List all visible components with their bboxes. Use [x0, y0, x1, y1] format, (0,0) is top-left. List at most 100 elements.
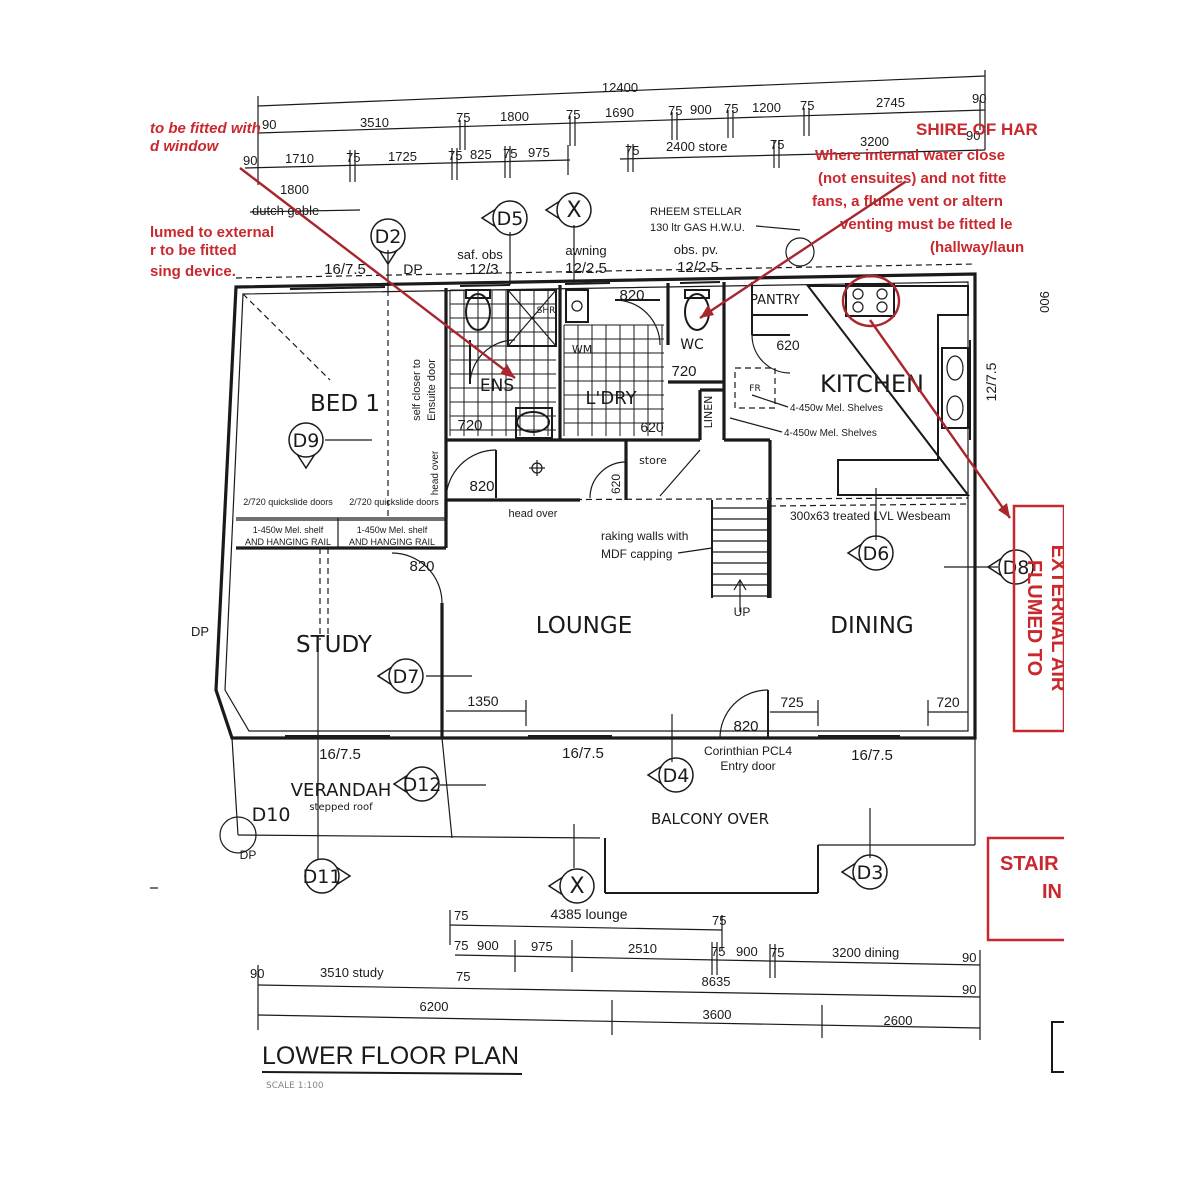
dim-b4: 2600 [884, 1013, 913, 1028]
tag-circle [304, 858, 340, 894]
door-ens-720: 720 [457, 417, 482, 434]
dim-b3: 90 [962, 982, 976, 997]
dim-row2: 90 [966, 128, 980, 143]
construction-notes: self closer to Ensuite door head over he… [243, 206, 950, 773]
room-bed1: BED 1 [310, 391, 380, 417]
dp-left: DP [191, 624, 209, 639]
room-labels: BED 1 ENS L'DRY WC KITCHEN PANTRY LOUNGE… [291, 293, 924, 828]
window-obs-pv: obs. pv. [674, 242, 719, 257]
dim-row2: 3200 [860, 134, 889, 149]
dim-b3: 3510 study [320, 965, 384, 980]
dim-ticks-row1 [459, 100, 981, 150]
note-raking-2: MDF capping [601, 547, 672, 561]
dim-row2: 2400 store [666, 139, 727, 154]
note-quickslide-2: 2/720 quickslide doors [349, 497, 439, 507]
dim-b2: 2510 [628, 941, 657, 956]
ensuite-fixtures [465, 289, 557, 439]
shower-label: SHR [537, 306, 556, 316]
red-note-right-6: (hallway/laun [930, 239, 1024, 256]
window-lounge: 16/7.5 [562, 745, 604, 762]
tag-label: D3 [857, 862, 884, 884]
window-marks [285, 281, 971, 737]
dim-row1: 1800 [500, 109, 529, 124]
note-raking-1: raking walls with [601, 529, 688, 543]
plan-scale: SCALE 1:100 [266, 1081, 324, 1091]
dp-corner: DP [240, 848, 257, 862]
dim-b3: 8635 [702, 974, 731, 989]
stair-treads [659, 449, 769, 612]
dim-row2: 975 [528, 145, 550, 160]
dp-top: DP [403, 261, 422, 277]
dim-row1: 75 [566, 107, 580, 122]
room-ens: ENS [480, 376, 514, 396]
tag-label: D7 [393, 666, 420, 688]
tag-circle [998, 549, 1034, 585]
door-wc-820: 820 [619, 287, 644, 304]
dim-725: 725 [780, 694, 804, 710]
tag-label: D2 [375, 226, 402, 248]
red-note-left-4: r to be fitted [150, 242, 237, 259]
red-note-right-4: fans, a flume vent or altern [812, 193, 1003, 210]
dim-b3: 90 [250, 966, 264, 981]
window-kitchen-side: 12/7.5 [983, 362, 999, 401]
detail-tag: D3 [840, 854, 888, 890]
dim-b4: 3600 [703, 1007, 732, 1022]
note-wesbeam: 300x63 treated LVL Wesbeam [790, 509, 951, 523]
dim-b4: 6200 [420, 999, 449, 1014]
detail-tag: D11 [303, 858, 352, 894]
dim-b2: 900 [477, 938, 499, 953]
note-head-over-1: head over [430, 450, 441, 495]
fridge-label: FR [749, 384, 760, 394]
note-quickslide-1: 2/720 quickslide doors [243, 497, 333, 507]
dim-row1: 2745 [876, 95, 905, 110]
stamp-line-1: FLUMED TO [1023, 560, 1045, 676]
note-ensuite-door: Ensuite door [426, 359, 438, 421]
dim-row2: 75 [448, 148, 462, 163]
dim-row2: 90 [243, 153, 257, 168]
store-label: store [639, 454, 667, 467]
dim-b2: 3200 dining [832, 945, 899, 960]
verandah-note: stepped roof [309, 802, 373, 813]
red-note-left-1: to be fitted with [150, 120, 261, 137]
dim-row1: 1690 [605, 105, 634, 120]
detail-tag: X [547, 868, 595, 904]
detail-tag: D8 [986, 549, 1034, 585]
detail-tag: D4 [646, 757, 694, 793]
window-obs-pv-size: 12/2.5 [677, 259, 719, 276]
dim-b1: 4385 lounge [550, 906, 627, 922]
tag-label: X [569, 874, 584, 899]
detail-tag: D7 [376, 658, 424, 694]
room-wc: WC [680, 337, 704, 353]
tag-circle [404, 766, 440, 802]
window-awning: awning [565, 243, 606, 258]
dim-row2: 1725 [388, 149, 417, 164]
note-head-over-2: head over [509, 508, 558, 520]
tag-leaders [150, 225, 998, 889]
dim-b2: 75 [454, 938, 468, 953]
dim-b2: 975 [531, 939, 553, 954]
internal-walls [236, 282, 971, 738]
dim-row2: 1710 [285, 151, 314, 166]
dim-dutch: 1800 [280, 182, 309, 197]
tag-circle [658, 757, 694, 793]
red-annotations: to be fitted with d window lumed to exte… [150, 120, 1070, 942]
dim-row2: 75 [346, 150, 360, 165]
note-shelf-2a: 1-450w Mel. shelf [357, 525, 428, 535]
dim-b2: 900 [736, 944, 758, 959]
dim-row1: 3510 [360, 115, 389, 130]
top-dimensions: 12400 90 3510 75 1800 75 1690 75 900 75 … [243, 70, 986, 218]
plan-title: LOWER FLOOR PLAN [262, 1042, 519, 1070]
window-dining: 16/7.5 [851, 747, 893, 764]
red-note-left-3: lumed to external [150, 224, 274, 241]
red-note-right-2: Where internal water close [815, 147, 1005, 164]
dim-row1: 75 [668, 103, 682, 118]
note-shelf-1b: AND HANGING RAIL [245, 537, 331, 547]
detail-tag: D5 [480, 200, 528, 236]
dim-row2: 75 [770, 137, 784, 152]
detail-tag: X [544, 192, 592, 228]
dim-row1: 75 [724, 101, 738, 116]
red-note-left-2: d window [150, 138, 220, 155]
dim-ticks-row2 [349, 140, 780, 182]
bed1-raked-lines [242, 290, 389, 640]
